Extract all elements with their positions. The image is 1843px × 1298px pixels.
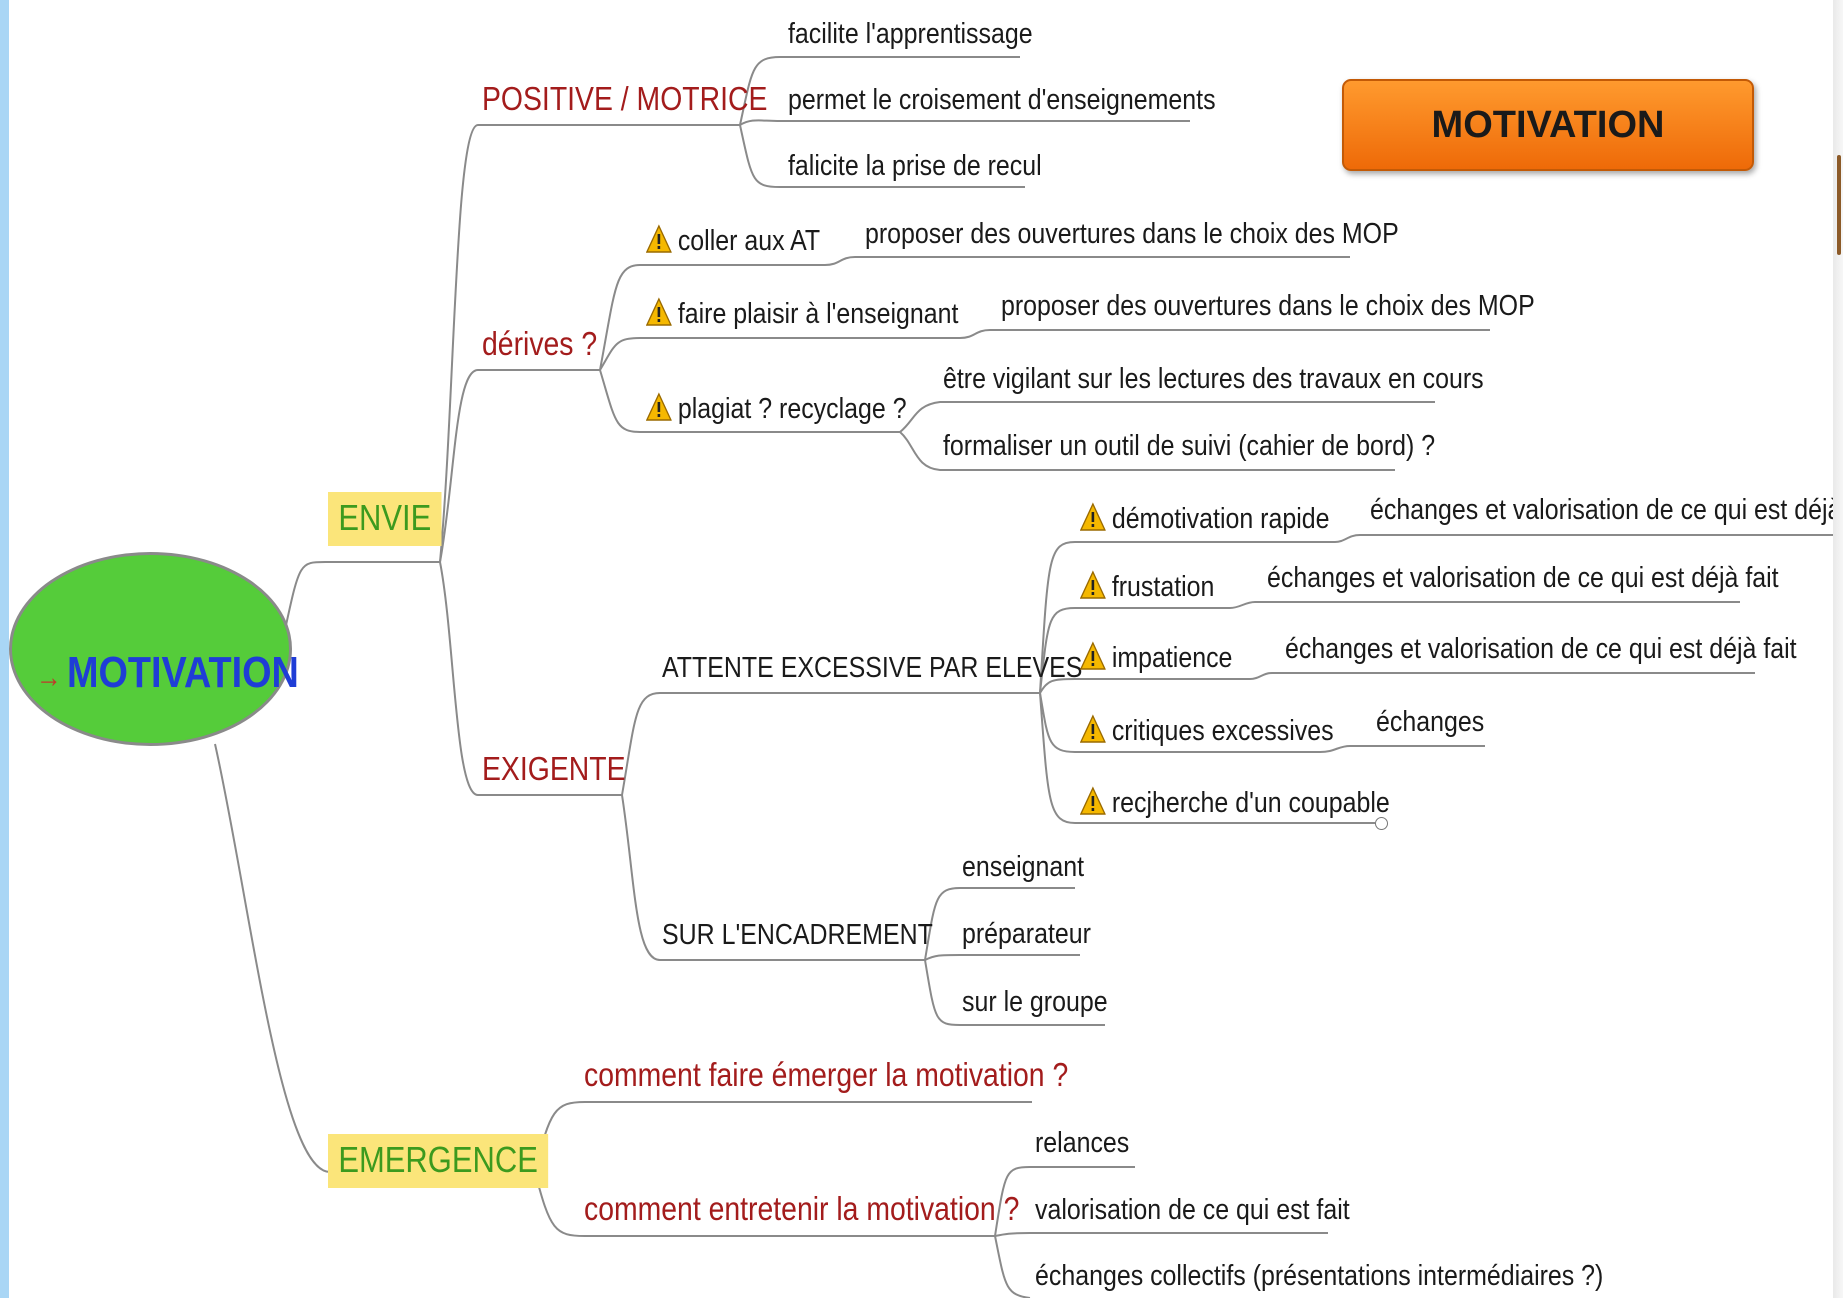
- link-envie-exigente: [439, 561, 479, 796]
- topic-envie[interactable]: ENVIE: [328, 492, 442, 546]
- encadrement-item-3[interactable]: sur le groupe: [962, 986, 1108, 1018]
- link-root-emergence: [214, 743, 331, 1173]
- scrollbar-thumb[interactable]: [1837, 155, 1841, 255]
- link-envie-derives: [439, 369, 479, 563]
- warning-icon: [646, 392, 672, 421]
- branch-positive[interactable]: POSITIVE / MOTRICE: [482, 80, 768, 117]
- link-root-envie: [284, 560, 329, 631]
- link-positive-2: [739, 119, 781, 126]
- encadrement-item-2[interactable]: préparateur: [962, 918, 1091, 950]
- attente-item-3[interactable]: impatience: [1080, 641, 1232, 673]
- warning-icon: [1080, 641, 1106, 670]
- link-positive-1: [739, 56, 781, 126]
- branch-encadrement[interactable]: SUR L'ENCADREMENT: [662, 919, 933, 951]
- derive-item-2[interactable]: faire plaisir à l'enseignant: [646, 297, 958, 329]
- root-label-text: MOTIVATION: [66, 648, 299, 697]
- leaf-positive-1[interactable]: facilite l'apprentissage: [788, 18, 1033, 50]
- derive-item-1-label: coller aux AT: [677, 225, 821, 257]
- topic-emergence[interactable]: EMERGENCE: [328, 1134, 549, 1188]
- encadrement-item-1[interactable]: enseignant: [962, 851, 1085, 883]
- attente-item-4[interactable]: critiques excessives: [1080, 714, 1334, 746]
- warning-icon: [1080, 786, 1106, 815]
- entretenir-item-2[interactable]: valorisation de ce qui est fait: [1035, 1194, 1350, 1226]
- branch-entretenir[interactable]: comment entretenir la motivation ?: [584, 1190, 1020, 1227]
- attente-item-2-child[interactable]: échanges et valorisation de ce qui est d…: [1267, 562, 1779, 594]
- warning-icon: [646, 297, 672, 326]
- attente-item-2[interactable]: frustation: [1080, 570, 1214, 602]
- warning-icon: [646, 224, 672, 253]
- leaf-positive-3[interactable]: falicite la prise de recul: [788, 150, 1042, 182]
- attente-item-3-child[interactable]: échanges et valorisation de ce qui est d…: [1285, 633, 1797, 665]
- derive-item-3-label: plagiat ? recyclage ?: [677, 393, 907, 425]
- branch-attente[interactable]: ATTENTE EXCESSIVE PAR ELEVES: [662, 652, 1083, 684]
- warning-icon: [1080, 714, 1106, 743]
- branch-emerger[interactable]: comment faire émerger la motivation ?: [584, 1056, 1069, 1093]
- attente-item-3-label: impatience: [1111, 642, 1233, 674]
- attente-item-5[interactable]: recjherche d'un coupable: [1080, 786, 1390, 818]
- derive-item-1[interactable]: coller aux AT: [646, 224, 820, 256]
- window-frame: [0, 0, 9, 1298]
- attente-item-1-label: démotivation rapide: [1111, 503, 1330, 535]
- mindmap-canvas: [9, 0, 1843, 1298]
- arrow-right-icon: →: [36, 661, 62, 694]
- collapse-handle[interactable]: [1375, 817, 1388, 830]
- attente-item-4-child[interactable]: échanges: [1376, 706, 1485, 738]
- title-button[interactable]: MOTIVATION: [1342, 79, 1754, 171]
- attente-item-4-label: critiques excessives: [1111, 715, 1334, 747]
- derive-item-1-child[interactable]: proposer des ouvertures dans le choix de…: [865, 218, 1399, 250]
- root-node-label: →MOTIVATION: [36, 648, 299, 698]
- vertical-scrollbar[interactable]: [1833, 0, 1843, 1298]
- attente-item-2-label: frustation: [1111, 571, 1215, 603]
- entretenir-item-3[interactable]: échanges collectifs (présentations inter…: [1035, 1260, 1604, 1292]
- attente-item-1[interactable]: démotivation rapide: [1080, 502, 1329, 534]
- derive-item-3-child-1[interactable]: être vigilant sur les lectures des trava…: [943, 363, 1484, 395]
- derive-item-3-child-2[interactable]: formaliser un outil de suivi (cahier de …: [943, 430, 1436, 462]
- branch-derives[interactable]: dérives ?: [482, 325, 598, 362]
- branch-exigente[interactable]: EXIGENTE: [482, 750, 626, 787]
- root-node[interactable]: [9, 552, 292, 746]
- attente-item-5-label: recjherche d'un coupable: [1111, 787, 1390, 819]
- entretenir-item-1[interactable]: relances: [1035, 1127, 1130, 1159]
- leaf-positive-2[interactable]: permet le croisement d'enseignements: [788, 84, 1216, 116]
- link-envie-positive: [439, 124, 479, 563]
- derive-item-2-label: faire plaisir à l'enseignant: [677, 298, 959, 330]
- warning-icon: [1080, 570, 1106, 599]
- attente-item-1-child[interactable]: échanges et valorisation de ce qui est d…: [1370, 494, 1843, 526]
- link-positive-3: [739, 124, 781, 188]
- derive-item-2-child[interactable]: proposer des ouvertures dans le choix de…: [1001, 290, 1535, 322]
- derive-item-3[interactable]: plagiat ? recyclage ?: [646, 392, 907, 424]
- warning-icon: [1080, 502, 1106, 531]
